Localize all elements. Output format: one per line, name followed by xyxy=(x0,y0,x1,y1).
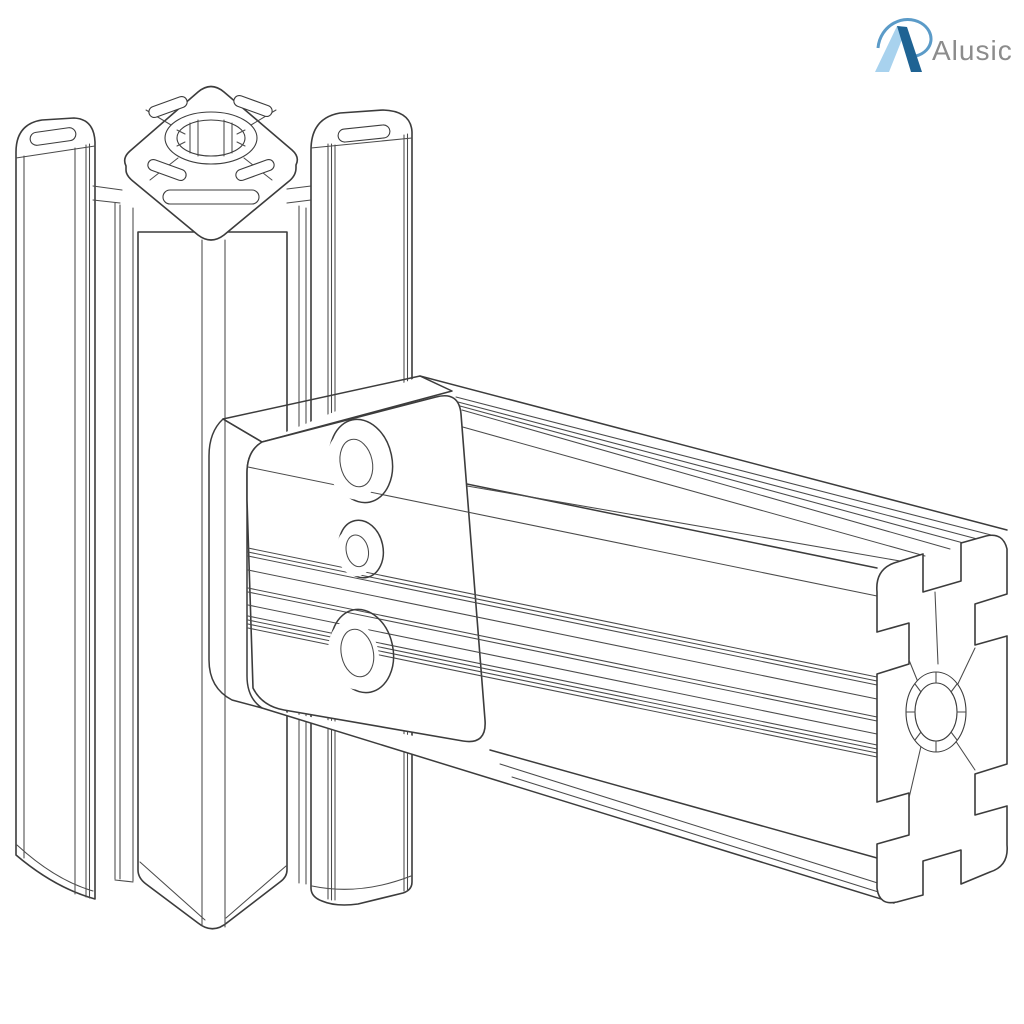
column-lines xyxy=(139,239,287,928)
hole-inner-bore xyxy=(345,534,370,568)
beam-bottom-detail-lines xyxy=(499,763,889,896)
slot-front xyxy=(162,189,260,205)
column-outline xyxy=(137,231,288,930)
left-web-lines xyxy=(92,185,134,883)
beam-front-face-lines xyxy=(247,466,878,758)
logo-swoosh-icon xyxy=(876,17,933,58)
alusic-a-mark-dark-leg-icon xyxy=(897,26,922,72)
left-wing-lines xyxy=(15,143,96,899)
slot-bottom-right xyxy=(235,158,275,182)
beam-end-cross-section xyxy=(876,534,1008,904)
hole-inner-bore xyxy=(340,628,375,678)
plate-hole-bottom xyxy=(328,608,395,694)
slot-bottom-left xyxy=(147,158,187,182)
end-section-webs xyxy=(908,591,976,799)
slot-top-left xyxy=(148,95,188,119)
vertical-profile-top-cross-section xyxy=(123,85,299,241)
center-bore-splines xyxy=(176,119,246,157)
beam-top-grooves xyxy=(299,396,996,562)
hole-opening-face xyxy=(336,528,373,577)
left-wing-top-slot xyxy=(29,127,77,146)
plate-hole-top xyxy=(327,418,394,504)
right-wing-top-slot xyxy=(337,124,391,143)
brand-logo: Alusic xyxy=(875,17,1013,72)
brand-wordmark: Alusic xyxy=(932,35,1013,66)
left-wing-outline xyxy=(15,117,96,900)
hole-opening-face xyxy=(327,430,379,500)
center-bore-inner xyxy=(176,119,246,157)
slot-top-right xyxy=(233,94,273,118)
cross-section-core-webs xyxy=(145,109,277,181)
hole-opening-face xyxy=(328,620,380,690)
plate-hole-middle xyxy=(336,519,385,579)
plate-holes xyxy=(327,418,395,694)
end-bore-splines xyxy=(905,671,967,753)
hole-inner-bore xyxy=(339,438,374,488)
beam-body-lines xyxy=(247,466,895,904)
beam-bottom-edges xyxy=(261,707,895,904)
alusic-a-mark-light-leg-icon xyxy=(875,26,907,72)
